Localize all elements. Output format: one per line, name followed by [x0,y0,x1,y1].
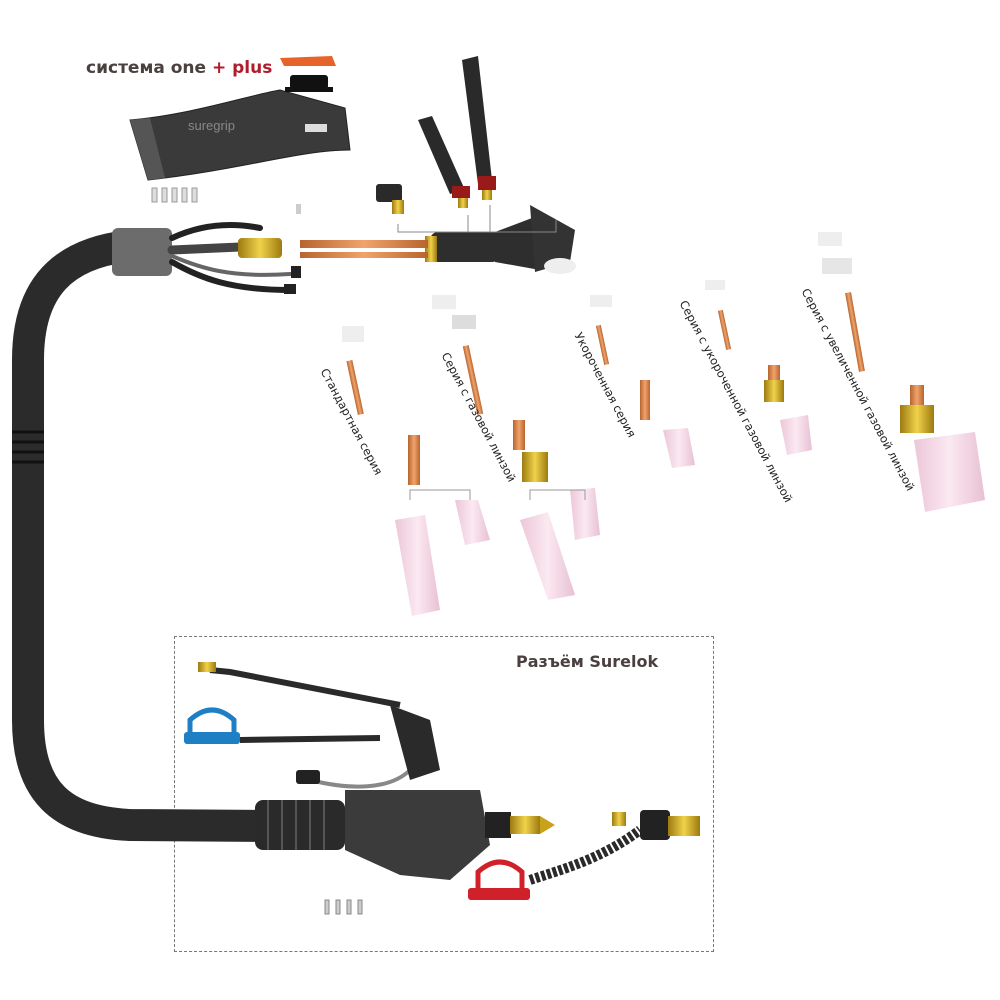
hose-collar [112,228,172,276]
power-connector [238,238,282,258]
red-gas-plug [475,859,525,892]
connector-body [345,790,490,880]
surelok-label: Разъём Surelok [516,652,659,671]
series-short-gas-lens-parts [705,280,812,455]
collet-body [300,240,428,248]
connector-screws [324,899,363,915]
surelok-connector-frame [174,636,714,952]
hose-rings [12,430,44,464]
torch-head [530,205,575,272]
trigger-strip [280,56,336,66]
torch-body [430,232,500,262]
cables [167,222,293,293]
handle [129,89,351,181]
screws [151,187,198,203]
connector-bellows [255,800,345,850]
back-cap-medium [418,116,465,194]
plus-label: plus [232,58,273,78]
system-name: система one [86,58,207,78]
plus-sign: + [211,58,227,78]
series-standard-parts [342,326,490,616]
series-gas-lens-parts [432,295,600,600]
back-cap-short [376,184,402,202]
system-title: система one + plus [86,58,272,78]
hose [11,229,286,842]
blue-gas-plug [187,707,237,738]
series-short-parts [590,295,695,468]
handle-brand: suregrip [188,118,235,133]
surelok-connector [184,662,700,915]
cap-piece [290,75,328,89]
back-cap-long [462,56,492,184]
series-large-gas-lens-parts [818,232,985,512]
